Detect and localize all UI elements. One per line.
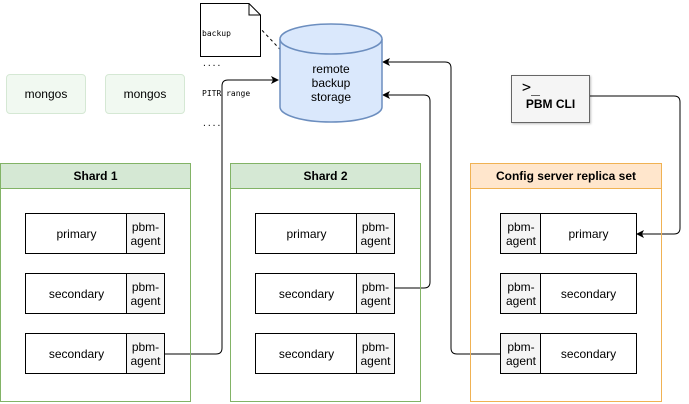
agent-label: pbm- agent — [505, 279, 537, 308]
shard1-container: Shard 1 — [0, 163, 191, 402]
shard2-to-storage-arrow — [382, 91, 431, 289]
shard2-primary-node[interactable]: primary — [255, 213, 358, 254]
agent-label: pbm- agent — [360, 219, 391, 248]
mongos-router[interactable]: mongos — [105, 74, 185, 114]
storage-cylinder-icon[interactable] — [279, 23, 383, 124]
shard2-secondary1-node[interactable]: secondary — [255, 273, 358, 314]
config-secondary2-node[interactable]: secondary — [540, 333, 637, 374]
mongos-label: mongos — [123, 87, 167, 101]
shard1-to-storage-arrow — [165, 76, 279, 355]
note-shape — [200, 3, 261, 57]
config-secondary1-node[interactable]: secondary — [540, 273, 637, 314]
config-title: Config server replica set — [471, 164, 661, 189]
mongos-router[interactable]: mongos — [6, 74, 86, 114]
terminal-prompt-icon: >_ — [522, 78, 541, 96]
pbm-cli-box[interactable]: >_ PBM CLI — [511, 75, 590, 123]
node-role: secondary — [278, 286, 335, 301]
shard2-title: Shard 2 — [231, 164, 420, 189]
note-line: .... — [202, 119, 222, 128]
note-text: backup .... PITR range .... — [202, 9, 250, 139]
node-role: secondary — [560, 286, 617, 301]
shard1-secondary1-node[interactable]: secondary — [25, 273, 128, 314]
mongos-label: mongos — [24, 87, 68, 101]
shard2-container: Shard 2 — [230, 163, 421, 402]
storage-line: remote — [312, 62, 350, 76]
node-role: secondary — [48, 286, 105, 301]
shard2-secondary1-agent[interactable]: pbm- agent — [356, 273, 395, 314]
config-container: Config server replica set — [470, 163, 662, 402]
cli-to-config-arrow — [590, 95, 681, 238]
note-line: backup — [202, 29, 231, 38]
pbm-cli-label: PBM CLI — [525, 97, 576, 111]
agent-label: pbm- agent — [360, 279, 391, 308]
storage-line: storage — [310, 90, 352, 104]
node-role: primary — [286, 226, 327, 241]
node-role: primary — [568, 226, 609, 241]
config-primary-agent[interactable]: pbm- agent — [500, 213, 542, 254]
agent-label: pbm- agent — [505, 339, 537, 368]
note-line: .... — [202, 59, 222, 68]
storage-line: backup — [311, 76, 351, 90]
shard1-secondary2-agent[interactable]: pbm- agent — [126, 333, 165, 374]
config-primary-node[interactable]: primary — [540, 213, 637, 254]
node-role: primary — [56, 226, 97, 241]
node-role: secondary — [560, 346, 617, 361]
shard1-secondary2-node[interactable]: secondary — [25, 333, 128, 374]
agent-label: pbm- agent — [505, 219, 537, 248]
note-connector — [257, 25, 293, 63]
shard2-primary-agent[interactable]: pbm- agent — [356, 213, 395, 254]
storage-label: remote backup storage — [279, 62, 383, 104]
config-secondary2-agent[interactable]: pbm- agent — [500, 333, 542, 374]
shard1-secondary1-agent[interactable]: pbm- agent — [126, 273, 165, 314]
shard2-secondary2-node[interactable]: secondary — [255, 333, 358, 374]
shard1-primary-node[interactable]: primary — [25, 213, 128, 254]
shard2-secondary2-agent[interactable]: pbm- agent — [356, 333, 395, 374]
shard1-primary-agent[interactable]: pbm- agent — [126, 213, 165, 254]
note-line: PITR range — [202, 89, 251, 98]
shard1-title: Shard 1 — [1, 164, 190, 189]
node-role: secondary — [278, 346, 335, 361]
config-secondary1-agent[interactable]: pbm- agent — [500, 273, 542, 314]
config-to-storage-arrow — [382, 58, 500, 355]
agent-label: pbm- agent — [130, 219, 161, 248]
agent-label: pbm- agent — [130, 279, 161, 308]
node-role: secondary — [48, 346, 105, 361]
agent-label: pbm- agent — [130, 339, 161, 368]
agent-label: pbm- agent — [360, 339, 391, 368]
